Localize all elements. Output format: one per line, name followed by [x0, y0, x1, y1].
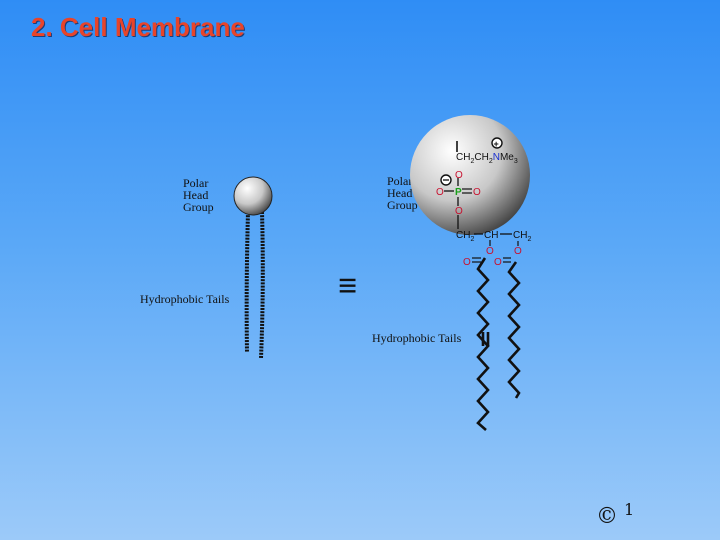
slide-footer: ©1 [596, 500, 634, 529]
ester-o-2: O [514, 246, 522, 257]
left-tail-2 [259, 211, 265, 359]
left-head-label: Polar Head Group [183, 177, 214, 213]
left-head-sphere [233, 176, 273, 216]
right-head-sphere [410, 115, 530, 235]
right-tail-label: Hydrophobic Tails [372, 331, 462, 345]
ester-o-1: O [486, 246, 494, 257]
right-tail-2 [507, 261, 521, 399]
slide-title: 2. Cell Membrane [31, 12, 245, 42]
ester-o-4: O [494, 257, 502, 268]
right-head-label-line1: Polar [387, 174, 413, 188]
phosphate-o-left: O [436, 187, 444, 198]
phosphate-o-bottom: O [455, 206, 463, 217]
glycerol-ch2-right: CH2 [513, 230, 531, 243]
right-head-label-line3: Group [387, 198, 418, 212]
left-head-label-line1: Polar [183, 176, 209, 190]
left-head-label-line3: Group [183, 200, 214, 214]
choline-formula: CH2CH2NMe3 [456, 152, 518, 165]
phosphate-o-top: O [455, 170, 463, 181]
left-phospholipid [233, 176, 273, 359]
glycerol-ch: CH [484, 230, 498, 241]
copyright-symbol: © [596, 504, 618, 529]
positive-charge-sign: + [494, 139, 499, 149]
phosphorus-atom: P [455, 187, 462, 198]
ester-o-3: O [463, 257, 471, 268]
phosphate-o-right: O [473, 187, 481, 198]
equivalence-symbol: ≡ [338, 268, 358, 305]
page-number: 1 [624, 500, 635, 519]
positive-charge-icon [491, 137, 503, 149]
glycerol-ch2-left: CH2 [456, 230, 474, 243]
right-head-label: Polar Head Group [387, 175, 418, 211]
left-head-label-line2: Head [183, 188, 209, 202]
left-tail-label: Hydrophobic Tails [140, 292, 230, 306]
left-tail-1 [244, 211, 250, 353]
right-head-label-line2: Head [387, 186, 413, 200]
